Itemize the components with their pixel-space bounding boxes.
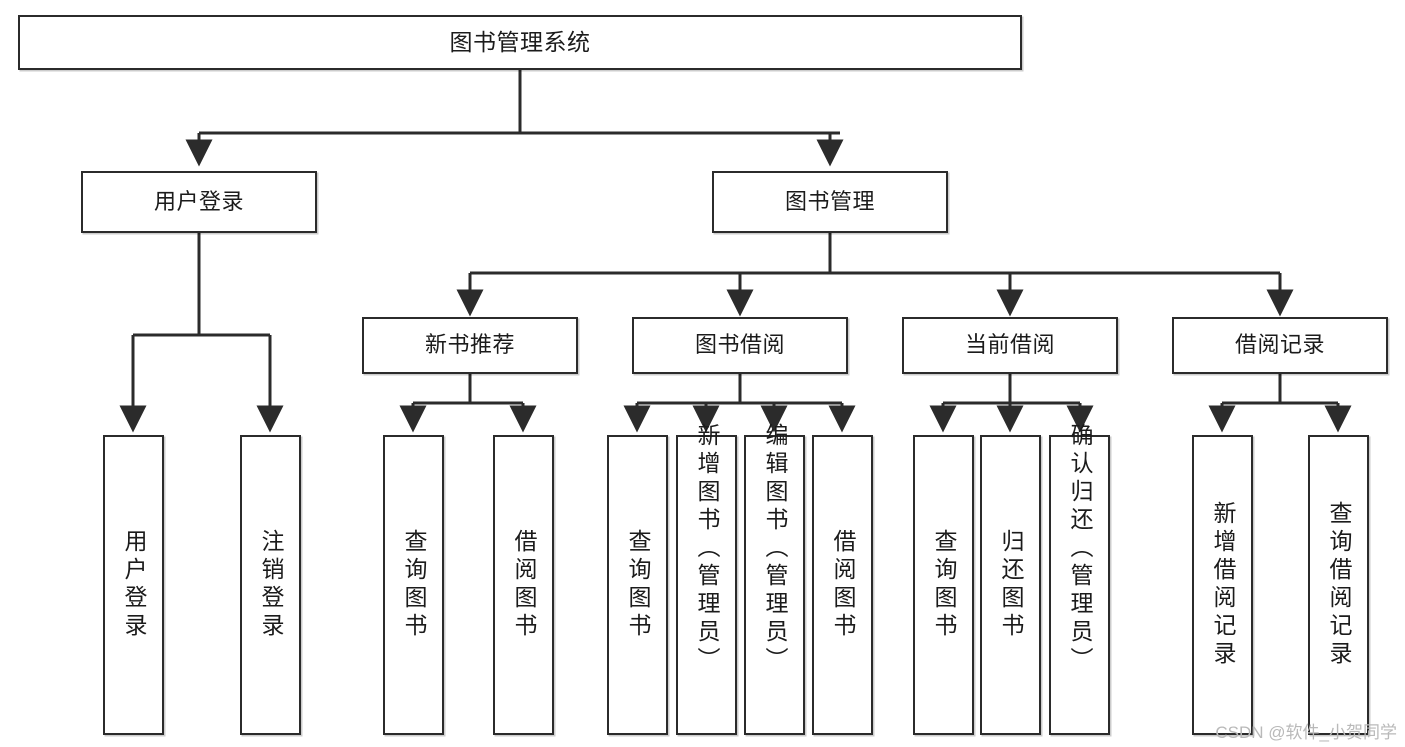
leaf-return-book-label: 归还图书 <box>998 529 1024 641</box>
leaf-query-book-2-label: 查询图书 <box>625 529 651 641</box>
leaf-add-record-label: 新增借阅记录 <box>1210 501 1236 669</box>
leaf-borrow-book-1[interactable]: 借阅图书 <box>493 435 554 735</box>
leaf-user-login[interactable]: 用户登录 <box>103 435 164 735</box>
node-user-login[interactable]: 用户登录 <box>81 171 317 233</box>
node-book-borrow-label: 图书借阅 <box>694 332 785 358</box>
leaf-user-login-label: 用户登录 <box>121 529 147 641</box>
leaf-return-book[interactable]: 归还图书 <box>980 435 1041 735</box>
node-borrow-record-label: 借阅记录 <box>1234 332 1325 358</box>
leaf-query-record[interactable]: 查询借阅记录 <box>1308 435 1369 735</box>
leaf-query-book-1[interactable]: 查询图书 <box>383 435 444 735</box>
leaf-add-book-label: 新增图书（管理员） <box>694 423 720 675</box>
leaf-add-record[interactable]: 新增借阅记录 <box>1192 435 1253 735</box>
node-new-book-recommend[interactable]: 新书推荐 <box>362 317 578 374</box>
watermark: CSDN @软件_小贺同学 <box>1215 723 1397 742</box>
node-current-borrow[interactable]: 当前借阅 <box>902 317 1118 374</box>
leaf-confirm-return-label: 确认归还（管理员） <box>1067 423 1093 675</box>
leaf-borrow-book-2-label: 借阅图书 <box>830 529 856 641</box>
node-book-management[interactable]: 图书管理 <box>712 171 948 233</box>
node-book-management-label: 图书管理 <box>784 188 875 214</box>
leaf-logout-login[interactable]: 注销登录 <box>240 435 301 735</box>
leaf-confirm-return[interactable]: 确认归还（管理员） <box>1049 423 1110 735</box>
leaf-query-book-2[interactable]: 查询图书 <box>607 435 668 735</box>
node-root[interactable]: 图书管理系统 <box>18 15 1022 70</box>
leaf-query-book-3[interactable]: 查询图书 <box>913 435 974 735</box>
node-new-book-recommend-label: 新书推荐 <box>424 332 515 358</box>
node-borrow-record[interactable]: 借阅记录 <box>1172 317 1388 374</box>
leaf-query-book-1-label: 查询图书 <box>401 529 427 641</box>
leaf-add-book[interactable]: 新增图书（管理员） <box>676 423 737 735</box>
leaf-query-record-label: 查询借阅记录 <box>1326 501 1352 669</box>
leaf-edit-book-label: 编辑图书（管理员） <box>762 423 788 675</box>
leaf-borrow-book-1-label: 借阅图书 <box>511 529 537 641</box>
leaf-logout-login-label: 注销登录 <box>258 529 284 641</box>
leaf-borrow-book-2[interactable]: 借阅图书 <box>812 435 873 735</box>
node-root-label: 图书管理系统 <box>449 28 591 55</box>
leaf-edit-book[interactable]: 编辑图书（管理员） <box>744 423 805 735</box>
node-current-borrow-label: 当前借阅 <box>964 332 1055 358</box>
node-book-borrow[interactable]: 图书借阅 <box>632 317 848 374</box>
node-user-login-label: 用户登录 <box>153 188 244 214</box>
leaf-query-book-3-label: 查询图书 <box>931 529 957 641</box>
